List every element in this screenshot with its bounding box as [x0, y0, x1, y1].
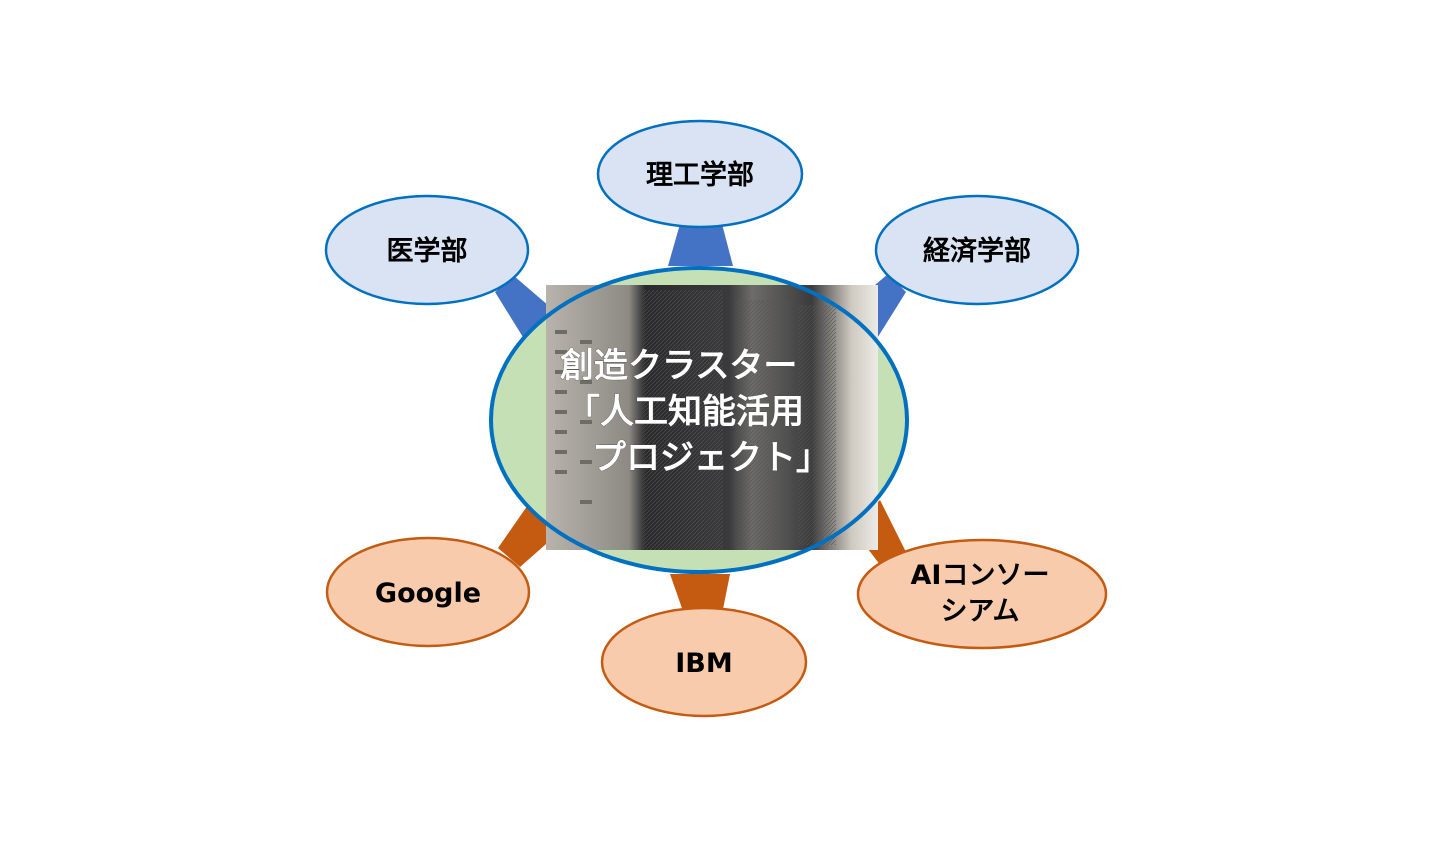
node-ai-consortium: AIコンソー シアム: [856, 538, 1108, 650]
node-label: IBM: [675, 648, 733, 679]
node-label: 理工学部: [646, 159, 754, 191]
server-rack-photo: [546, 285, 878, 550]
node-google: Google: [325, 536, 531, 648]
connector-science-engineering: [668, 224, 733, 266]
node-medicine: 医学部: [324, 194, 530, 306]
node-label: 経済学部: [923, 235, 1031, 267]
node-ibm: IBM: [600, 606, 808, 718]
connector-ibm: [670, 574, 730, 614]
center-ellipse-outline: [489, 266, 909, 574]
center-title-line2: 「人工知能活用: [566, 392, 804, 432]
node-label: Google: [375, 578, 481, 609]
node-economics: 経済学部: [874, 194, 1080, 306]
center-title-line3: プロジェクト」: [592, 438, 830, 478]
node-label-line1: AIコンソー: [911, 560, 1050, 591]
node-science-engineering: 理工学部: [596, 119, 804, 229]
node-label: 医学部: [387, 235, 468, 267]
node-label-line2: シアム: [940, 596, 1019, 627]
center-title-line1: 創造クラスター: [560, 346, 797, 386]
